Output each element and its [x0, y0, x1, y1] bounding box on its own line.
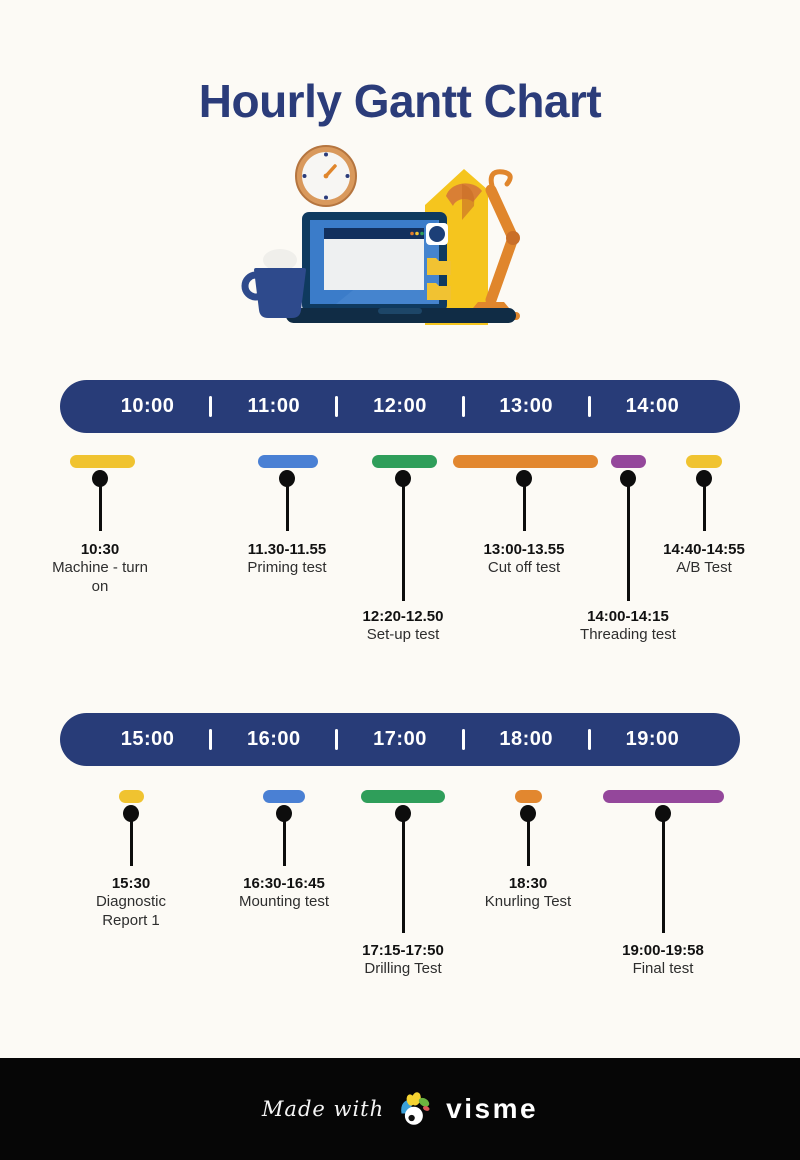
visme-logo-icon — [401, 1092, 430, 1125]
task-pin-dot — [276, 805, 292, 822]
task-pin-stem — [402, 819, 405, 933]
mug-icon — [241, 268, 306, 318]
task-bar-diagnostic-report — [119, 790, 144, 803]
tick-separator — [209, 729, 213, 750]
browser-window-icon — [324, 228, 424, 290]
task-label: 10:30 Machine - turn on — [52, 541, 148, 596]
time-tick: 14:00 — [625, 395, 680, 417]
workspace-illustration — [241, 145, 520, 325]
footer-bar: Made with visme — [0, 1058, 800, 1160]
task-bar-final-test — [603, 790, 724, 803]
task-label: 14:00-14:15 Threading test — [580, 608, 676, 644]
task-label: 19:00-19:58 Final test — [622, 942, 704, 978]
time-tick: 15:00 — [120, 728, 175, 750]
task-pin-dot — [516, 470, 532, 487]
task-pin-dot — [395, 805, 411, 822]
tick-separator — [587, 396, 591, 417]
time-tick: 11:00 — [247, 395, 301, 417]
tick-separator — [335, 729, 339, 750]
tick-separator — [587, 729, 591, 750]
tick-separator — [461, 396, 465, 417]
time-tick: 17:00 — [373, 728, 427, 750]
task-label: 14:40-14:55 A/B Test — [663, 541, 745, 577]
tick-separator — [461, 729, 465, 750]
task-pin-dot — [696, 470, 712, 487]
task-pin-dot — [395, 470, 411, 487]
clock-icon — [295, 145, 357, 207]
task-pin-dot — [279, 470, 295, 487]
task-pin-stem — [703, 484, 706, 531]
timeline-afternoon: 15:00 16:00 17:00 18:00 19:00 — [60, 713, 740, 766]
task-pin-stem — [662, 819, 665, 933]
folder-icon — [427, 258, 451, 300]
task-bar-mounting-test — [263, 790, 305, 803]
task-bar-priming-test — [258, 455, 318, 468]
time-tick: 16:00 — [246, 728, 301, 750]
task-label: 11.30-11.55 Priming test — [247, 541, 327, 577]
task-label: 13:00-13.55 Cut off test — [483, 541, 565, 577]
task-bar-ab-test — [686, 455, 722, 468]
visme-wordmark: visme — [446, 1093, 539, 1124]
task-pin-stem — [286, 484, 289, 531]
task-label: 17:15-17:50 Drilling Test — [362, 942, 444, 978]
task-bar-drilling-test — [361, 790, 445, 803]
avatar-icon — [426, 223, 448, 245]
time-tick: 18:00 — [499, 728, 554, 750]
task-pin-stem — [283, 819, 286, 866]
task-label: 15:30 Diagnostic Report 1 — [95, 875, 167, 930]
task-pin-dot — [123, 805, 139, 822]
task-pin-dot — [620, 470, 636, 487]
task-label: 18:30 Knurling Test — [484, 875, 572, 911]
made-with-text: Made with — [261, 1097, 385, 1121]
time-tick: 19:00 — [625, 728, 680, 750]
task-pin-stem — [527, 819, 530, 866]
task-pin-dot — [520, 805, 536, 822]
task-pin-stem — [99, 484, 102, 531]
time-tick: 12:00 — [373, 395, 427, 417]
task-bar-knurling-test — [515, 790, 542, 803]
tick-separator — [335, 396, 339, 417]
time-tick: 10:00 — [120, 395, 175, 417]
task-pin-stem — [523, 484, 526, 531]
task-bar-machine-turn-on — [70, 455, 135, 468]
task-bar-threading-test — [611, 455, 646, 468]
task-label: 16:30-16:45 Mounting test — [238, 875, 330, 911]
task-pin-stem — [130, 819, 133, 866]
task-pin-dot — [655, 805, 671, 822]
timeline-morning: 10:00 11:00 12:00 13:00 14:00 — [60, 380, 740, 433]
steam-icon — [263, 249, 297, 271]
task-pin-dot — [92, 470, 108, 487]
task-bar-setup-test — [372, 455, 437, 468]
laptop-icon — [286, 212, 516, 323]
page-title: Hourly Gantt Chart — [198, 75, 602, 127]
task-pin-stem — [402, 484, 405, 601]
task-label: 12:20-12.50 Set-up test — [362, 608, 444, 644]
task-bar-cut-off-test — [453, 455, 598, 468]
time-tick: 13:00 — [499, 395, 554, 417]
task-pin-stem — [627, 484, 630, 601]
tick-separator — [209, 396, 213, 417]
